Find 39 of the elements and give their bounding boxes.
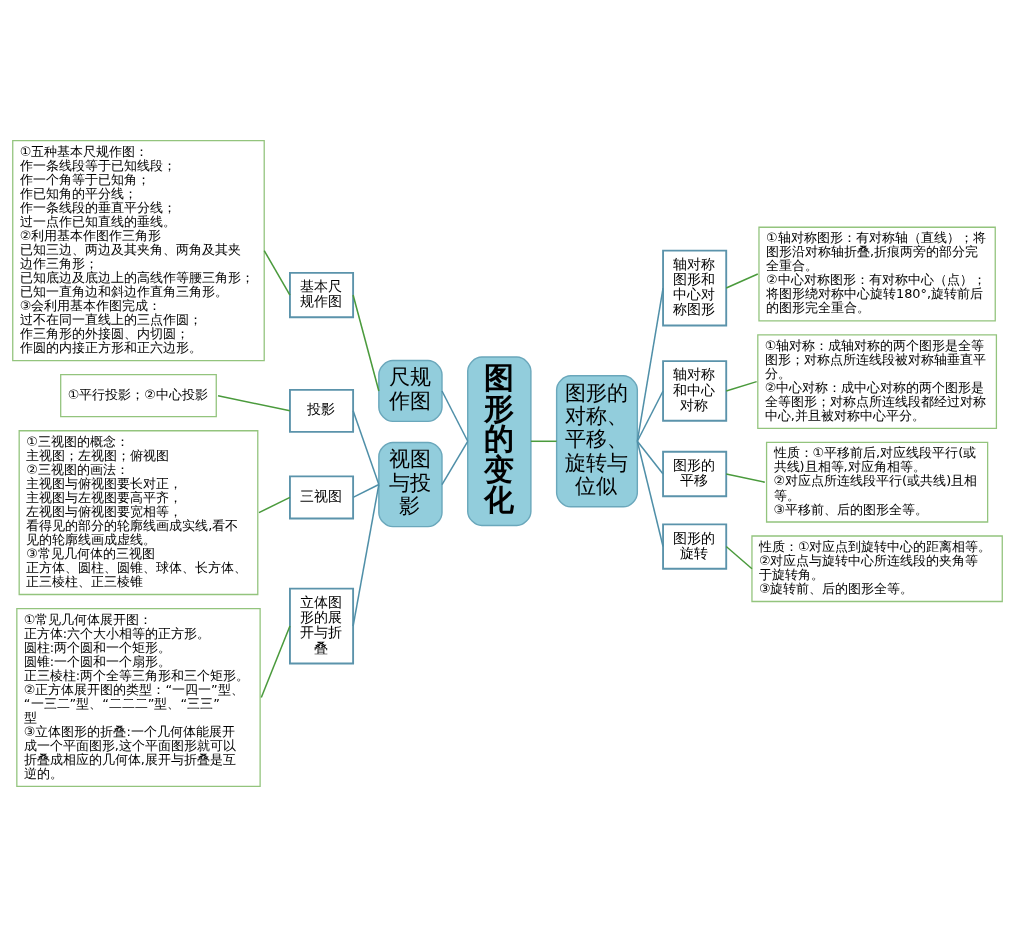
node-box: ①轴对称图形：有对称轴（直线）；将图形沿对称轴折叠,折痕两旁的部分完全重合。 ②中心对称图形：有对称中心（点）；将图形绕对称中心旋转180°,旋转前后的图形完全重合。 [758, 226, 996, 321]
node-box: ①五种基本尺规作图： 作一条线段等于已知线段； 作一个角等于已知角； 作已知角的平分线； 作一条线段的垂直平分线； 过一点作已知直线的垂线。 ②利用基本作图作三角形 已知三边、两边及其夹角、两角及其夹边作三角形； 已知底边及底边上的高线作等腰三角形； 已知一直角边和斜边作直角三角形。 ③会利用基本作图完成： 过不在同一直线上的三点作圆； 作三角形的外接圆、内切圆； 作圆的内接正方形和正六边形。 [12, 139, 265, 361]
connector [725, 380, 758, 392]
connector [441, 389, 469, 442]
connector [217, 394, 291, 412]
connector [636, 286, 664, 442]
node-box: 图形的对称、平移、旋转与位似 [555, 374, 639, 507]
node-box: ①平行投影；②中心投影 [60, 373, 217, 417]
node-box: ①常见几何体展开图： 正方体:六个大小相等的正方形。 圆柱:两个圆和一个矩形。 圆锥:一个圆和一个扇形。 正三棱柱:两个全等三角形和三个矩形。 ②正方体展开图的类型：“一四一”型、“一三二”型、“二二二”型、“三三”型 ③立体图形的折叠:一个几何体能展开成一个平面图形,这个平面图形就可以折叠成相应的几何体,展开与折叠是互逆的。 [16, 607, 261, 787]
node-box: 基本尺规作图 [289, 271, 355, 318]
node-box: 性质：①平移前后,对应线段平行(或共线)且相等,对应角相等。 ②对应点所连线段平行(或共线)且相等。 ③平移前、后的图形全等。 [765, 441, 989, 523]
node-box: ①三视图的概念： 主视图；左视图；俯视图 ②三视图的画法： 主视图与俯视图要长对正， 主视图与左视图要高平齐， 左视图与俯视图要宽相等， 看得见的部分的轮廓线画成实线,看不见的轮廓线画成虚线。 ③常见几何体的三视图 正方体、圆柱、圆锥、球体、长方体、正三棱柱、正三棱锥 [18, 429, 259, 595]
node-box: 投影 [289, 388, 355, 433]
connector [260, 624, 291, 698]
node-box: 图形的平移 [662, 450, 728, 497]
node-box: 立体图形的展开与折叠 [289, 587, 355, 664]
connector [725, 545, 753, 570]
node-box: 三视图 [289, 474, 355, 519]
connector [725, 272, 759, 289]
connector [725, 472, 766, 483]
connector [636, 440, 664, 475]
connector [352, 483, 380, 498]
node-box: 图形的旋转 [662, 522, 728, 570]
connector [258, 496, 291, 513]
connector [636, 389, 664, 442]
connector [441, 440, 469, 485]
connector [352, 293, 380, 392]
node-box: 图形的变化 [467, 355, 532, 526]
node-box: 轴对称图形和中心对称图形 [662, 249, 728, 326]
node-box: 尺规作图 [378, 359, 443, 422]
node-box: 轴对称和中心对称 [662, 359, 728, 422]
connector [352, 483, 380, 627]
node-box: 视图与投影 [378, 441, 443, 527]
connector [352, 409, 380, 485]
connector [263, 249, 291, 296]
connector [530, 440, 558, 442]
node-box: 性质：①对应点到旋转中心的距离相等。 ②对应点与旋转中心所连线段的夹角等于旋转角。 ③旋转前、后的图形全等。 [751, 534, 1003, 602]
node-box: ①轴对称：成轴对称的两个图形是全等图形；对称点所连线段被对称轴垂直平分。 ②中心对称：成中心对称的两个图形是全等图形；对称点所连线段都经过对称中心,并且被对称中心平分。 [757, 333, 998, 429]
connector [636, 440, 664, 547]
